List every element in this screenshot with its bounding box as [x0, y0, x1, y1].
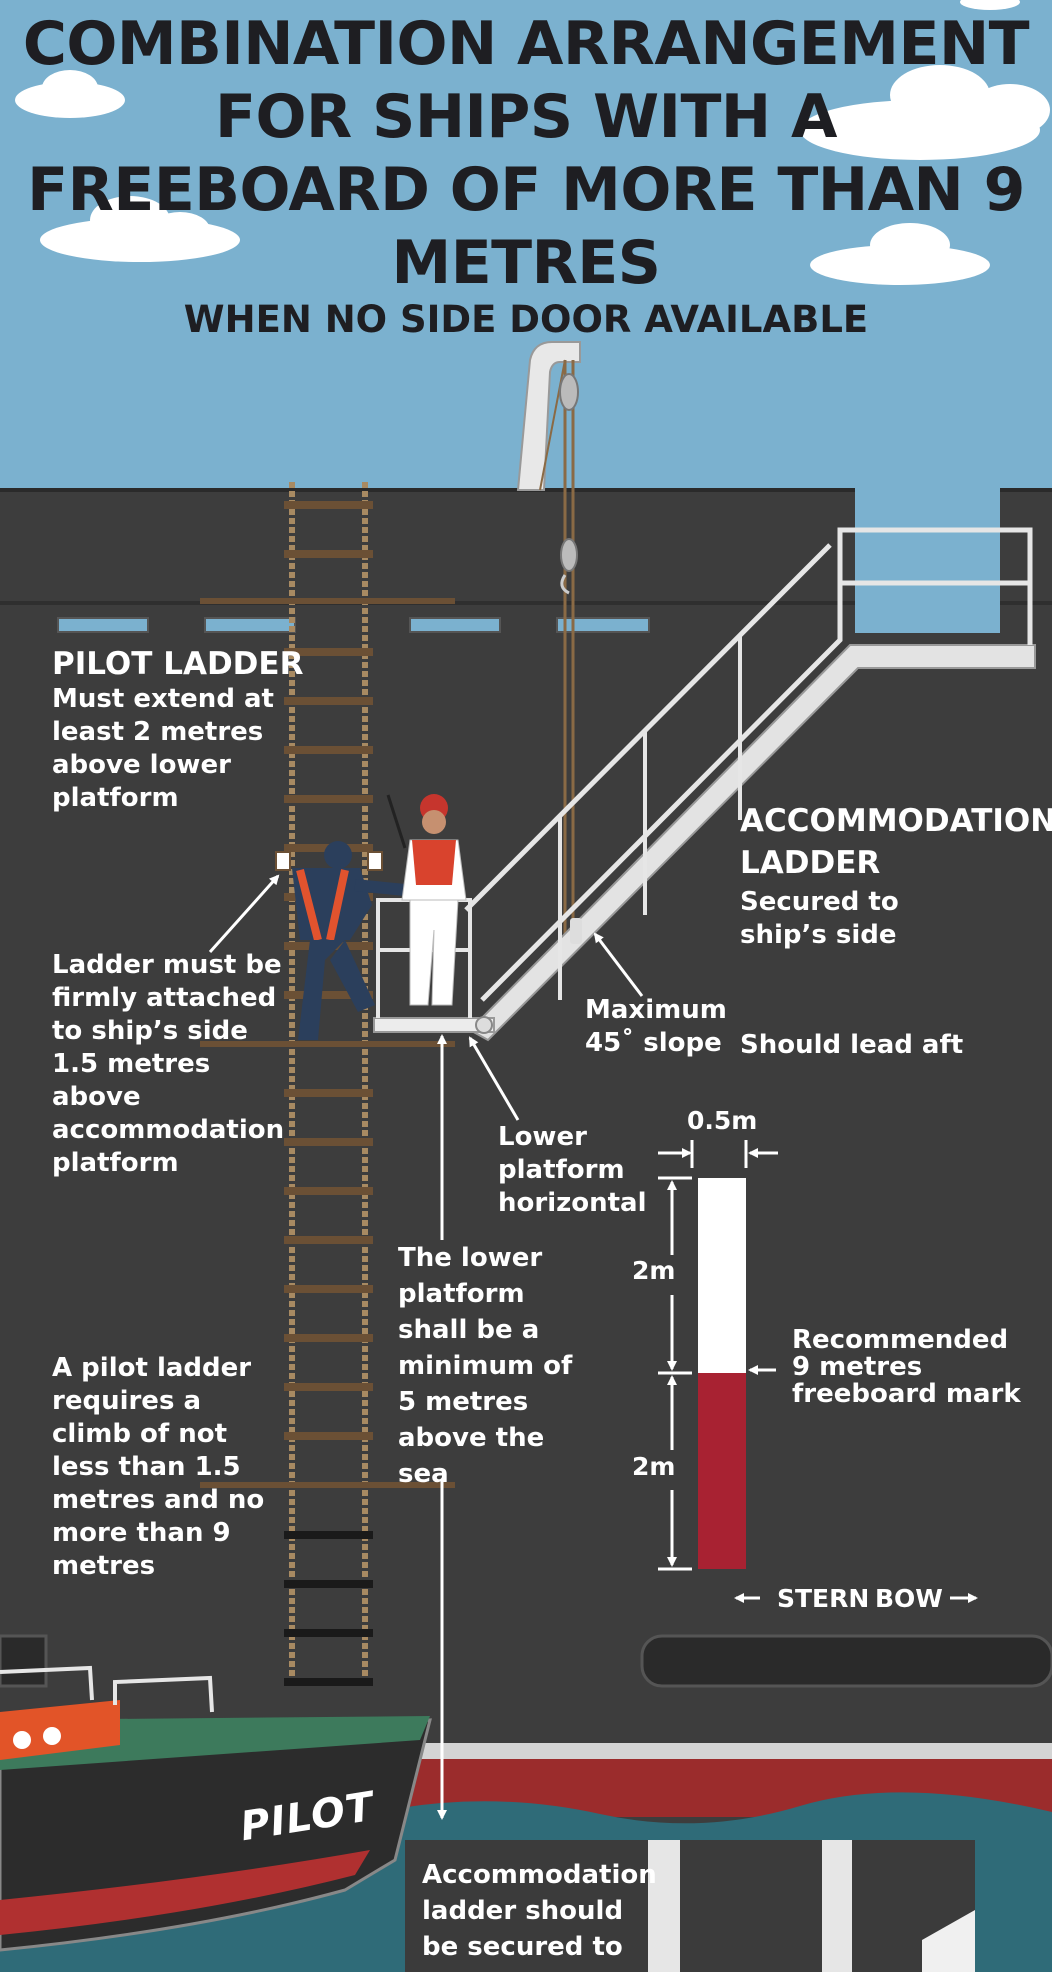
bow-label: BOW	[875, 1584, 943, 1613]
ship-hull	[0, 488, 1052, 1748]
pilot-boat	[0, 1665, 432, 1952]
arrow-to-ladder-attach	[208, 874, 280, 954]
clouds	[15, 0, 1050, 285]
mark-upper-label: 2m	[632, 1256, 676, 1285]
pilot-ladder-text: Must extend at least 2 metres above lowe…	[52, 684, 274, 813]
arrow-to-platform	[468, 1036, 520, 1121]
lead-aft-note: Should lead aft	[740, 1030, 964, 1060]
mark-lower-label: 2m	[632, 1452, 676, 1481]
pilot-climb-note: A pilot ladder requires a climb of not l…	[52, 1353, 265, 1581]
crew-figure	[386, 794, 467, 1006]
pilot-figure	[292, 841, 406, 1040]
ladder-attached-note: Ladder must be firmly attached to ship’s…	[52, 950, 285, 1178]
accommodation-ladder-heading: ACCOMMODATION LADDER	[740, 803, 1052, 881]
note-panel	[405, 1840, 975, 1972]
min-height-note: The lower platform shall be a minimum of…	[398, 1243, 573, 1489]
mark-width-label: 0.5m	[687, 1106, 758, 1135]
davit	[516, 341, 581, 940]
diagram-subtitle: WHEN NO SIDE DOOR AVAILABLE	[183, 298, 869, 341]
arrow-to-ladder-foot	[593, 932, 644, 997]
diagram-title: COMBINATION ARRANGEMENT FOR SHIPS WITH A…	[22, 9, 1030, 298]
stern-label: STERN	[777, 1584, 870, 1613]
ship-stripe	[400, 1743, 1052, 1759]
freeboard-mark	[658, 1140, 978, 1603]
accommodation-ladder	[464, 527, 1036, 1042]
bottom-note: Accommodation ladder should be secured t…	[422, 1860, 657, 1962]
fenders	[0, 1634, 1052, 1688]
pilot-ladder-heading: PILOT LADDER	[52, 646, 304, 682]
lower-platform-note: Lower platform horizontal	[498, 1122, 647, 1218]
max-slope-note: Maximum 45˚ slope	[585, 995, 727, 1058]
freeboard-mark-note: Recommended 9 metres freeboard mark	[792, 1325, 1021, 1409]
accommodation-ladder-text: Secured to ship’s side	[740, 887, 899, 950]
portholes	[57, 617, 650, 633]
